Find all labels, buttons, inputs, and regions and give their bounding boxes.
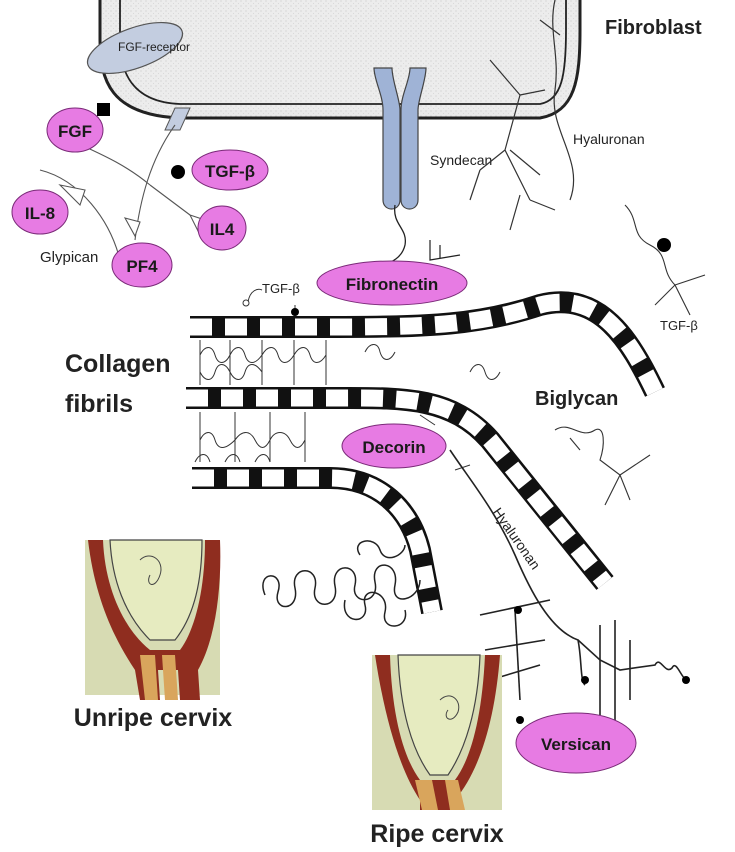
small-tgf-beta-label: TGF-β: [262, 281, 300, 296]
ripe-cervix-illustration: [372, 655, 502, 810]
ripe-cervix-label: Ripe cervix: [370, 820, 504, 848]
versican-label: Versican: [541, 735, 611, 754]
il4-badge: IL4: [198, 206, 246, 250]
decorin-badge: Decorin: [342, 424, 446, 468]
collagen-label: Collagen: [65, 350, 171, 378]
small-tgf-dot: [291, 308, 299, 316]
fibronectin-badge: Fibronectin: [317, 261, 467, 305]
syndecan-label: Syndecan: [430, 152, 492, 168]
right-tgf-dot: [657, 238, 671, 252]
decorin-label: Decorin: [362, 438, 425, 457]
fibronectin-label: Fibronectin: [346, 275, 439, 294]
versican-badge: Versican: [516, 713, 636, 773]
hyaluronan-node-4: [682, 676, 690, 684]
hyaluronan-node-3: [581, 676, 589, 684]
tgf-beta-marker-dot: [171, 165, 185, 179]
tgf-beta-label: TGF-β: [205, 162, 255, 181]
fibronectin-branch: [430, 240, 460, 260]
fgf-receptor-label: FGF-receptor: [118, 40, 190, 54]
fgf-marker-square: [97, 103, 110, 116]
glypican-label: Glypican: [40, 249, 98, 266]
pf4-label: PF4: [126, 257, 158, 276]
hyaluronan-top-label: Hyaluronan: [573, 131, 645, 147]
small-tgf-circle: [243, 300, 249, 306]
unripe-cervix-label: Unripe cervix: [74, 704, 233, 732]
hyaluronan-node-1: [514, 606, 522, 614]
right-tgf-beta-structure: [625, 205, 705, 315]
fgf-label: FGF: [58, 122, 92, 141]
fibroblast-cell: [100, 0, 580, 118]
tgf-beta-badge: TGF-β: [192, 150, 268, 190]
il8-badge: IL-8: [12, 190, 68, 234]
fibrils-label: fibrils: [65, 390, 133, 418]
il8-label: IL-8: [25, 204, 55, 223]
hyaluronan-diagonal-label: Hyaluronan: [490, 505, 544, 573]
pf4-badge: PF4: [112, 243, 172, 287]
biglycan-label: Biglycan: [535, 388, 618, 410]
hyaluronan-coils: [263, 541, 420, 626]
biglycan-structure: [555, 427, 650, 505]
fibroblast-label: Fibroblast: [605, 17, 702, 39]
unripe-cervix-illustration: [85, 540, 220, 700]
right-tgf-beta-label: TGF-β: [660, 318, 698, 333]
hyaluronan-node-2: [516, 716, 524, 724]
fgf-badge: FGF: [47, 108, 103, 152]
il4-label: IL4: [210, 220, 235, 239]
